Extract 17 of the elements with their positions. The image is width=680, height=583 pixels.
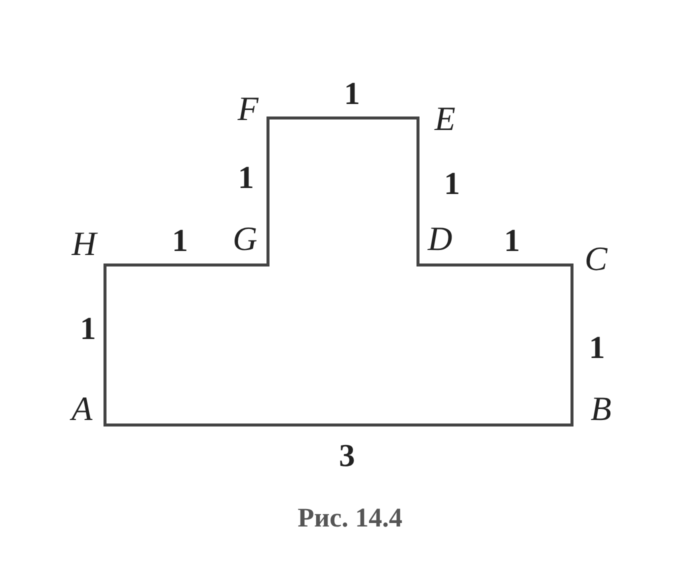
side-length: 1	[238, 161, 254, 193]
vertex-label: C	[584, 243, 608, 277]
vertex-label: D	[428, 223, 452, 257]
side-length: 3	[339, 439, 355, 471]
vertex-label: F	[238, 93, 258, 127]
side-length: 1	[344, 77, 360, 109]
vertex-label: E	[434, 103, 456, 137]
vertex-label: B	[590, 393, 612, 427]
figure-caption: Рис. 14.4	[298, 504, 402, 532]
side-length: 1	[80, 312, 96, 344]
side-length: 1	[444, 167, 460, 199]
side-length: 1	[504, 224, 520, 256]
side-length: 1	[172, 224, 188, 256]
side-length: 1	[589, 331, 605, 363]
vertex-label: A	[72, 393, 92, 427]
vertex-label: H	[72, 228, 96, 262]
vertex-label: G	[232, 223, 258, 257]
